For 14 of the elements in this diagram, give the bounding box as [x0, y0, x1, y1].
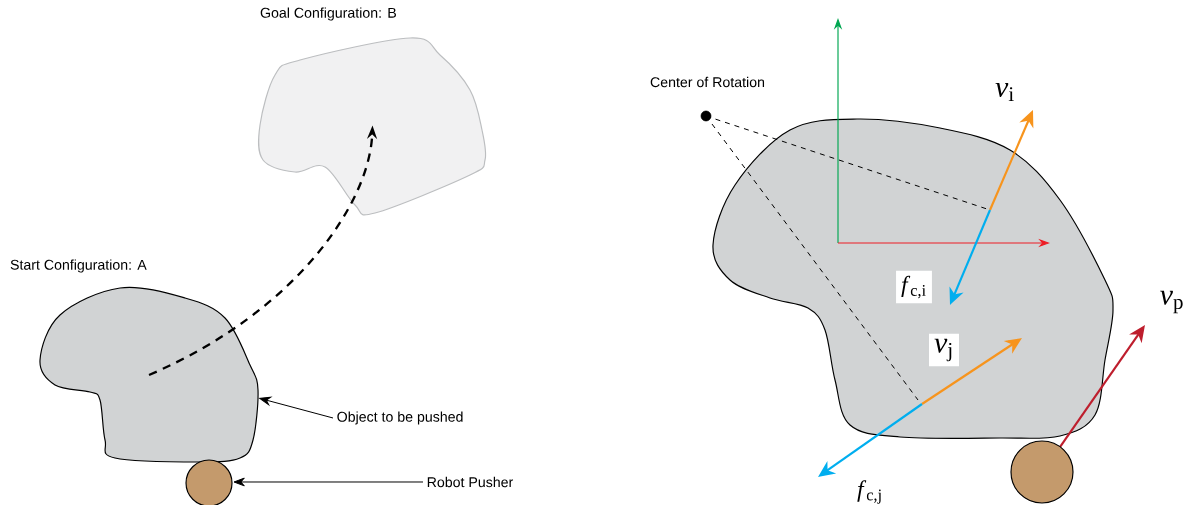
configuration-label: Goal Configuration: B: [260, 7, 396, 21]
vector-label: f$_{c,i}$: [896, 270, 932, 304]
pusher-circle: [185, 459, 233, 505]
configuration-label: Start Configuration: A: [10, 259, 147, 273]
callout-text: Robot Pusher: [427, 476, 513, 488]
point-label: Center of Rotation: [650, 76, 764, 88]
object-shape: [712, 118, 1114, 439]
vector-label: v$_{j}$: [929, 333, 959, 367]
callout-text: Object to be pushed: [337, 411, 463, 425]
vector-label: v$_{p}$: [1160, 290, 1183, 314]
pusher-circle: [1010, 440, 1074, 504]
leader-line: [259, 396, 334, 419]
vector-label: f$_{c,j}$: [857, 480, 881, 504]
leader-line: [233, 477, 424, 487]
